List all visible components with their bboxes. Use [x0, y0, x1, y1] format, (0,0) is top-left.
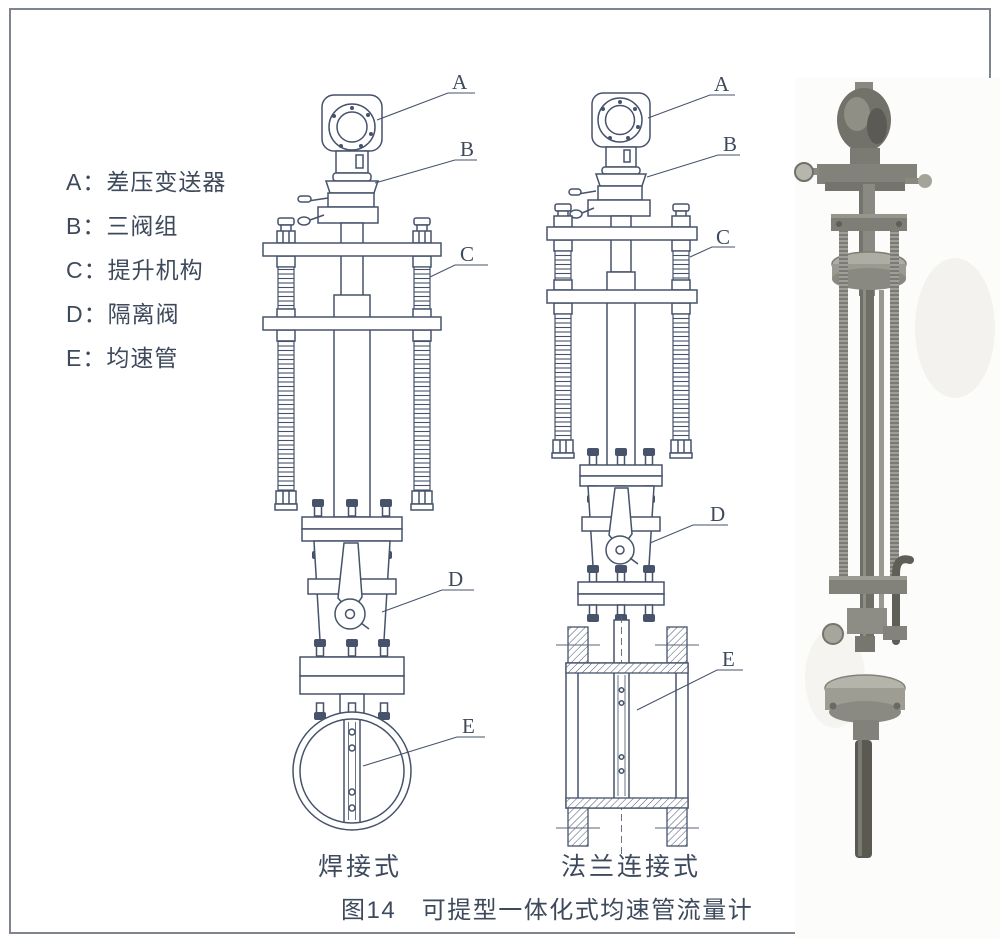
- upper-flange-welded: [301, 498, 403, 560]
- callout-d-welded: D: [381, 567, 474, 613]
- photo-flange-probe: [824, 674, 906, 858]
- manifold-drawing-welded: [297, 180, 380, 226]
- callout-a-label: A: [714, 72, 730, 96]
- legend: A：差压变送器 B：三阀组 C：提升机构 D：隔离阀 E：均速管: [66, 163, 226, 383]
- lifting-mechanism-flanged: [546, 203, 698, 459]
- manifold-drawing-flanged: [568, 173, 651, 219]
- inner-tube-flanged: [606, 271, 636, 469]
- product-photo: [794, 78, 1000, 938]
- legend-item-d: D：隔离阀: [66, 301, 180, 327]
- callout-b-label: B: [460, 137, 474, 161]
- photo-lifting-rods: [831, 184, 907, 640]
- callout-c-label: C: [716, 225, 730, 249]
- welded-type-drawing: A B C D E: [262, 70, 488, 831]
- pipe-section-welded: [292, 711, 412, 831]
- isolation-valve-welded: [307, 540, 397, 658]
- callout-e-label: E: [722, 647, 735, 671]
- callout-a-welded: A: [376, 70, 475, 121]
- callout-a-label: A: [452, 70, 468, 94]
- callout-e-label: E: [462, 714, 475, 738]
- inner-tube-welded: [333, 294, 371, 518]
- stem-tube-flanged: [610, 215, 632, 273]
- photo-valve: [822, 555, 914, 652]
- upper-flange-flanged: [579, 447, 663, 504]
- caption-flanged: 法兰连接式: [561, 853, 702, 881]
- callout-e-welded: E: [362, 714, 485, 767]
- callout-b-flanged: B: [646, 132, 740, 178]
- callout-e-flanged: E: [636, 647, 743, 711]
- callout-c-welded: C: [429, 242, 488, 278]
- transmitter-drawing-flanged: [591, 92, 651, 175]
- callout-a-flanged: A: [647, 72, 735, 119]
- stem-tube-welded: [340, 222, 364, 298]
- lower-flange-welded: [299, 638, 405, 721]
- lower-flange-flanged: [577, 564, 665, 623]
- legend-item-b: B：三阀组: [66, 213, 179, 239]
- transmitter-drawing-welded: [321, 94, 383, 182]
- callout-c-flanged: C: [689, 225, 735, 258]
- callout-b-label: B: [723, 132, 737, 156]
- photo-transmitter: [837, 82, 891, 166]
- legend-item-e: E：均速管: [66, 345, 179, 371]
- legend-item-a: A：差压变送器: [66, 169, 227, 195]
- lifting-mechanism-welded: [262, 217, 442, 511]
- legend-item-c: C：提升机构: [66, 257, 204, 283]
- callout-d-flanged: D: [649, 502, 728, 544]
- figure-caption: 图14 可提型一体化式均速管流量计: [341, 897, 754, 924]
- callout-b-welded: B: [374, 137, 477, 184]
- flanged-type-drawing: A B C D E: [546, 72, 743, 855]
- callout-d-label: D: [710, 502, 725, 526]
- isolation-valve-flanged: [581, 485, 661, 583]
- pipe-spool-flanged: [556, 626, 699, 847]
- caption-welded: 焊接式: [318, 853, 403, 881]
- callout-c-label: C: [460, 242, 474, 266]
- callout-d-label: D: [448, 567, 463, 591]
